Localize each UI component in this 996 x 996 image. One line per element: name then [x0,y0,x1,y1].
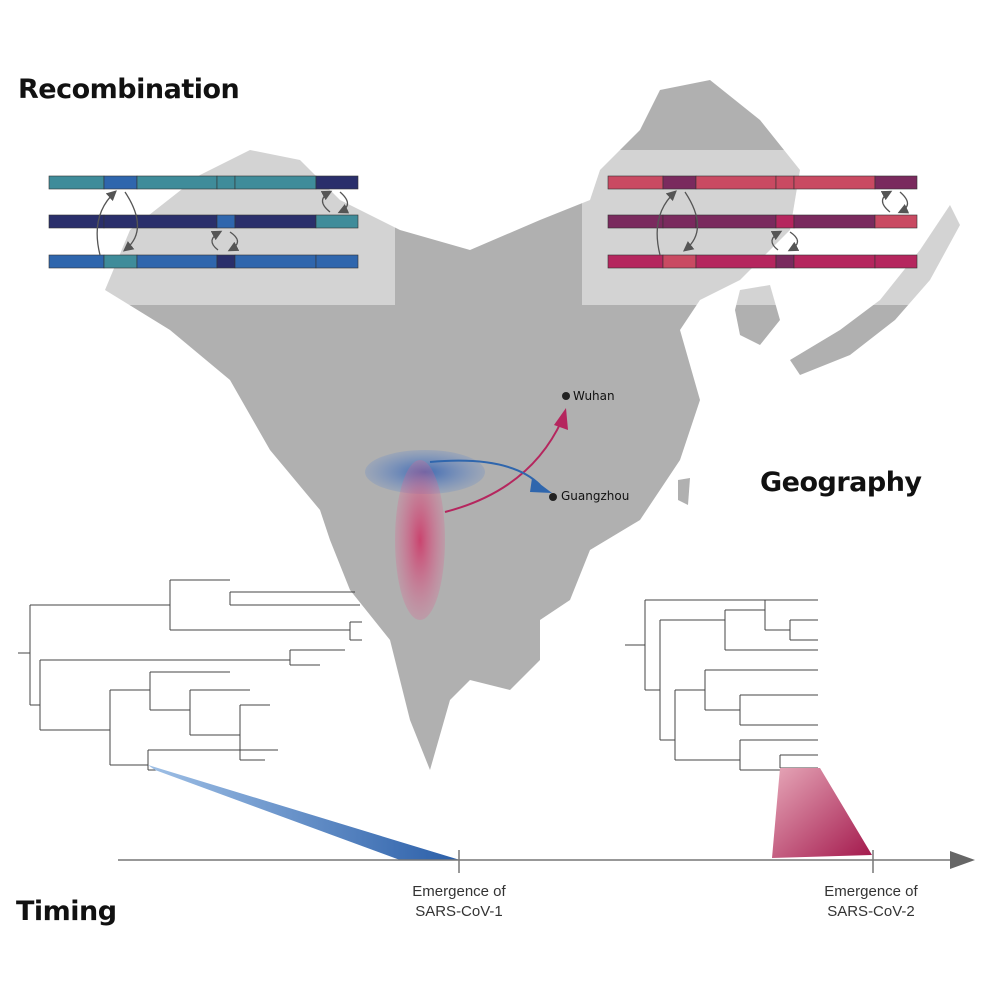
genome-segment [234,214,317,229]
china-southeast-asia-map [105,80,800,770]
sars2-label-line1: Emergence of [824,883,918,900]
genome-segment [874,214,918,229]
sars2-emergence-label: Emergence of SARS-CoV-2 [791,882,951,922]
city-label-guangzhou: Guangzhou [561,489,630,503]
sars1-label-line1: Emergence of [412,883,506,900]
genome-segment [793,175,876,190]
heading-geography: Geography [760,467,922,498]
sars2-timing-wedge [772,768,872,858]
genome-segment [103,175,138,190]
sars2-phylogeny [625,599,818,771]
timeline-arrowhead [950,851,975,869]
genome-segment [662,214,697,229]
genome-segment [315,254,359,269]
korea-map [735,285,780,345]
genome-segment [103,254,138,269]
genome-segment [874,175,918,190]
genome-segment [793,254,876,269]
genome-segment [315,175,359,190]
genome-segment [315,214,359,229]
recombination-arrows [96,190,910,256]
japan-map [790,205,960,375]
heading-timing: Timing [16,896,117,927]
genome-segment [48,254,105,269]
genome-segment [793,214,876,229]
genome-segment [874,254,918,269]
city-label-wuhan: Wuhan [573,389,615,403]
sars1-arrowhead [530,478,552,493]
genome-segment [216,254,236,269]
genome-segment [103,214,138,229]
genome-segment [136,214,218,229]
genome-segment [775,175,795,190]
genome-segment [662,175,697,190]
genome-segment [662,254,697,269]
wuhan-dot [562,392,570,400]
genome-segment [136,254,218,269]
recombination-bars [48,175,918,269]
genome-segment [48,175,105,190]
sars2-arrowhead [554,408,568,430]
genome-segment [216,175,236,190]
genome-segment [695,175,777,190]
genome-segment [48,214,105,229]
genome-segment [775,254,795,269]
genome-segment [607,175,664,190]
genome-segment [234,254,317,269]
genome-segment [695,214,777,229]
sars2-density [395,460,445,620]
sars1-label-line2: SARS-CoV-1 [415,903,503,920]
genome-segment [775,214,795,229]
genome-segment [607,254,664,269]
genome-segment [695,254,777,269]
genome-segment [234,175,317,190]
heading-recombination: Recombination [18,74,240,105]
taiwan-map [678,478,690,505]
sars2-spread-arrow [444,419,563,513]
sars1-phylogeny [18,579,362,771]
genome-segment [216,214,236,229]
sars2-label-line2: SARS-CoV-2 [827,903,915,920]
guangzhou-dot [549,493,557,501]
sars1-timing-wedge [148,765,460,860]
genome-segment [136,175,218,190]
genome-segment [607,214,664,229]
sars1-emergence-label: Emergence of SARS-CoV-1 [379,882,539,922]
